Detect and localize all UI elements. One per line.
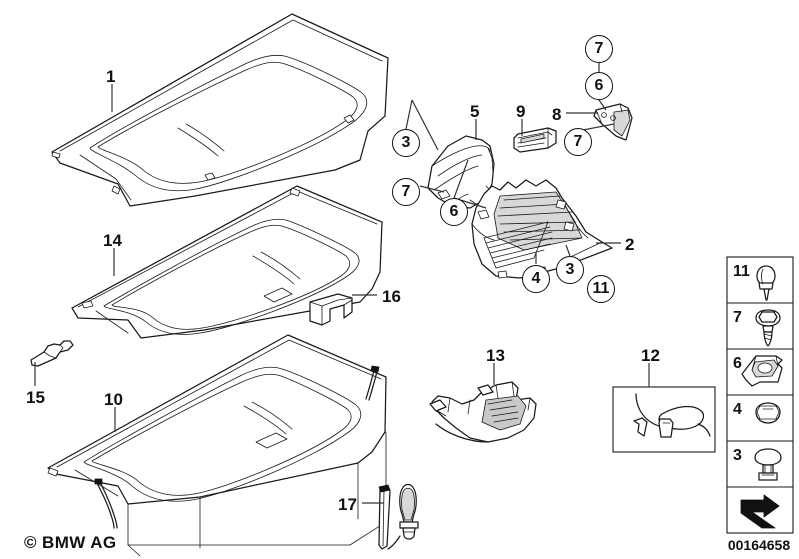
- copyright-notice: © BMW AG: [24, 533, 117, 552]
- sheet-metal-nut-icon: [741, 355, 783, 387]
- callout-13: 13: [486, 346, 505, 365]
- circled-callout-6-a: 6: [440, 198, 468, 226]
- circled-callout-7-c: 7: [564, 128, 592, 156]
- part-16-handle-bracket: [309, 293, 353, 326]
- hex-nut-icon: [755, 402, 781, 424]
- circled-callout-label: 3: [565, 261, 575, 278]
- legend-num-3: 3: [733, 447, 742, 464]
- callout-15: 15: [26, 388, 45, 407]
- part-1-parcel-shelf-upper: [51, 13, 389, 207]
- legend-num-11: 11: [733, 263, 750, 280]
- diagram-number: 00164658: [727, 537, 791, 553]
- circled-callout-label: 6: [449, 203, 459, 220]
- legend-panel: [726, 256, 794, 534]
- legend-num-7: 7: [733, 309, 742, 326]
- circled-callout-label: 7: [594, 40, 604, 57]
- callout-2: 2: [625, 235, 635, 254]
- callout-10: 10: [104, 390, 123, 409]
- callout-8: 8: [552, 105, 562, 124]
- circled-callout-4: 4: [522, 265, 550, 293]
- circled-callout-7-a: 7: [392, 178, 420, 206]
- circled-callout-label: 4: [531, 270, 541, 287]
- callout-14: 14: [103, 231, 122, 250]
- circled-callout-7-b: 7: [585, 35, 613, 63]
- circled-callout-3-a: 3: [392, 129, 420, 157]
- callout-12: 12: [641, 346, 660, 365]
- callout-1: 1: [106, 67, 116, 86]
- callout-5: 5: [470, 102, 480, 121]
- bent-arrow-icon: [740, 494, 780, 529]
- circled-callout-label: 7: [401, 183, 411, 200]
- part-13-bracket-assembly: [429, 381, 537, 443]
- hex-head-screw-icon: [755, 309, 781, 347]
- part-10-parcel-shelf-lower: [47, 334, 387, 557]
- part-8-metal-bracket: [593, 103, 633, 141]
- circled-callout-label: 7: [573, 133, 583, 150]
- circled-callout-6-b: 6: [585, 72, 613, 100]
- circled-callout-label: 6: [594, 77, 604, 94]
- callout-9: 9: [516, 102, 526, 121]
- expanding-rivet-icon: [756, 265, 776, 301]
- callout-16: 16: [382, 287, 401, 306]
- part-9-strip-trim: [513, 127, 557, 153]
- part-12-kit-box: [612, 386, 716, 453]
- part-15-latch-clip: [30, 340, 74, 367]
- circled-callout-label: 3: [401, 134, 411, 151]
- part-2-side-trim-panel: [471, 179, 613, 279]
- circled-callout-3-b: 3: [556, 256, 584, 284]
- round-head-bolt-icon: [754, 448, 782, 481]
- legend-num-6: 6: [733, 355, 742, 372]
- legend-num-4: 4: [733, 401, 742, 418]
- callout-17: 17: [338, 495, 357, 514]
- circled-callout-label: 11: [592, 280, 610, 297]
- part-17-rod-and-grommet: [378, 483, 419, 550]
- part-14-parcel-shelf-middle: [71, 185, 383, 339]
- circled-callout-11: 11: [587, 275, 615, 303]
